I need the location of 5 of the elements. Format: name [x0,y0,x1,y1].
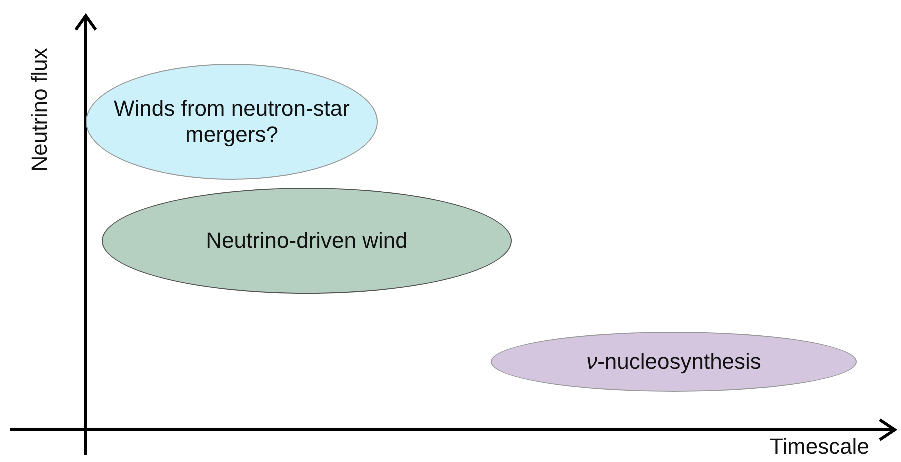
x-axis-title: Timescale [770,434,870,460]
region-label: Winds from neutron-star mergers? [113,96,351,148]
y-axis-title: Neutrino flux [26,48,53,172]
region-label: Neutrino-driven wind [206,228,408,254]
region-label: ν-nucleosynthesis [586,349,762,375]
